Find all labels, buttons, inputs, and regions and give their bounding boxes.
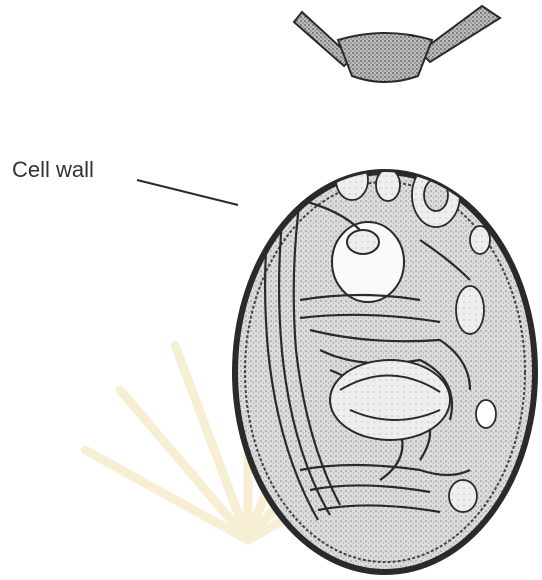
pyrenoid bbox=[330, 360, 450, 440]
cell-wall-leader-line bbox=[137, 180, 238, 205]
cell-stalk bbox=[294, 6, 500, 82]
large-vacuole bbox=[332, 222, 404, 302]
cell-wall-label: Cell wall bbox=[12, 157, 94, 183]
apical-region bbox=[340, 84, 398, 110]
